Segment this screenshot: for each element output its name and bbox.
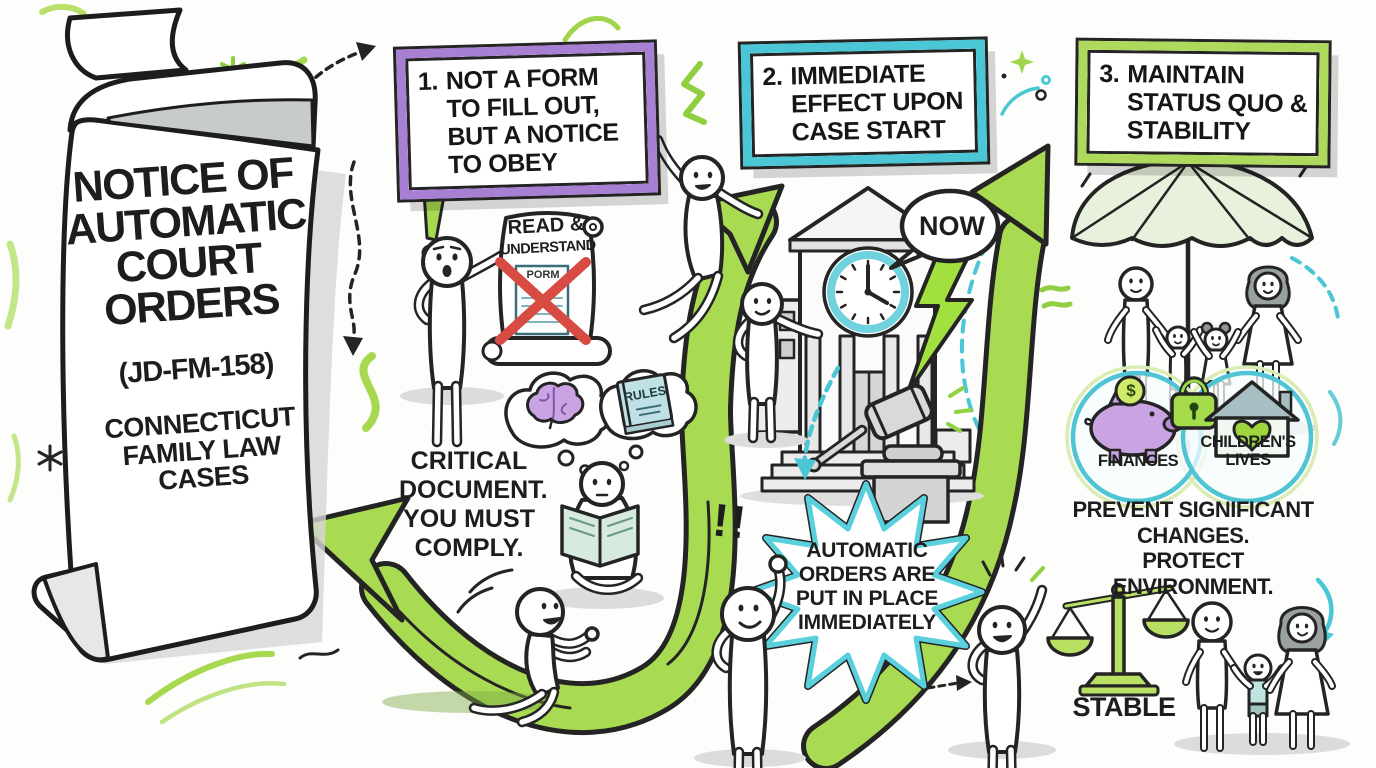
stick-figure-running xyxy=(456,568,600,728)
read-understand-scroll xyxy=(481,211,612,366)
stick-figure-cheering xyxy=(694,554,806,768)
venn-finances-label: FINANCES xyxy=(1097,452,1179,470)
step-1-label: NOT A FORM TO FILL OUT, BUT A NOTICE TO … xyxy=(445,62,619,180)
gavel-icon xyxy=(806,383,973,524)
family-stable xyxy=(1174,577,1350,755)
clock-icon xyxy=(822,246,914,338)
rules-book-icon xyxy=(615,373,675,436)
mother-figure-2 xyxy=(1266,606,1336,750)
teal-arrowhead xyxy=(794,458,816,480)
child-figure-1 xyxy=(1152,325,1204,424)
banner-title: NOTICE OF AUTOMATIC COURT ORDERS xyxy=(64,148,308,336)
banner-form-number: (JD-FM-158) xyxy=(117,347,275,391)
stable-label: STABLE xyxy=(1072,692,1177,722)
step-2-number: 2. xyxy=(762,62,783,92)
child-figure-3 xyxy=(1230,653,1286,746)
step-3-box: 3. MAINTAIN STATUS QUO & STABILITY xyxy=(1077,40,1329,166)
thought-bubbles xyxy=(504,369,698,476)
venn-children-label: CHILDREN'S LIVES xyxy=(1200,433,1296,470)
now-speech-bubble xyxy=(889,188,1001,270)
stick-figure-pointing-courthouse xyxy=(724,282,824,448)
stick-figure-reading xyxy=(540,461,664,609)
banner-subtitle: CONNECTICUT FAMILY LAW CASES xyxy=(103,400,297,497)
venn-diagram xyxy=(1065,365,1319,509)
stick-figure-surprised xyxy=(400,236,513,448)
prevent-note: PREVENT SIGNIFICANT CHANGES. PROTECT ENV… xyxy=(1072,497,1314,599)
teal-arrow-to-burst xyxy=(801,365,841,469)
arrowhead-to-step3 xyxy=(969,143,1051,247)
dollar-sign: $ xyxy=(1126,381,1136,400)
now-bubble-label: NOW xyxy=(919,211,985,241)
scales-icon xyxy=(1046,583,1190,697)
step-3-number: 3. xyxy=(1099,59,1120,89)
critical-note: CRITICAL DOCUMENT. YOU MUST COMPLY. xyxy=(399,447,548,562)
burst-text: AUTOMATIC ORDERS ARE PUT IN PLACE IMMEDI… xyxy=(795,539,939,634)
house-heart-icon xyxy=(1204,380,1300,458)
excited-marks: !! xyxy=(710,493,751,549)
step-1-box: 1. NOT A FORM TO FILL OUT, BUT A NOTICE … xyxy=(395,42,659,200)
crossed-form-label: PORM xyxy=(526,269,560,281)
dollar-coin-icon xyxy=(1114,375,1146,407)
step-2-box: 2. IMMEDIATE EFFECT UPON CASE START xyxy=(740,39,988,167)
brain-icon xyxy=(526,381,585,430)
banner-scroll xyxy=(31,7,346,664)
flow-arrow-right xyxy=(801,143,1051,768)
step-1-number: 1. xyxy=(417,67,439,97)
stick-figure-leaping xyxy=(638,134,764,344)
crossed-form-icon xyxy=(495,257,591,345)
step-3-label: MAINTAIN STATUS QUO & STABILITY xyxy=(1126,60,1308,146)
stick-figure-pointing-up xyxy=(948,550,1056,768)
banner-text-block: NOTICE OF AUTOMATIC COURT ORDERS (JD-FM-… xyxy=(47,133,338,520)
step-2-label: IMMEDIATE EFFECT UPON CASE START xyxy=(790,59,964,147)
open-book-icon xyxy=(560,504,640,568)
red-x-mark xyxy=(495,257,591,345)
